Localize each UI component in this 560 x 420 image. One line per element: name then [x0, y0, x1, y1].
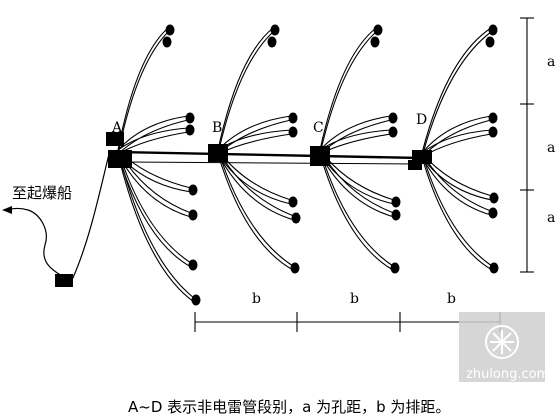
wire-d-5 [421, 152, 493, 267]
main-trunk-line [117, 150, 421, 160]
blast-hole-b-top-pair [267, 36, 277, 48]
blast-hole-b-2 [288, 126, 298, 138]
wire-b-3 [217, 149, 292, 201]
detonator-block-a [108, 150, 132, 168]
wire-d-2 [421, 129, 492, 154]
connection-lines [117, 27, 493, 303]
blast-hole-c-4 [391, 209, 401, 221]
origin-label: 至起爆船 [12, 184, 72, 202]
blast-hole-a-5 [188, 259, 198, 271]
wire-a-2 [117, 127, 189, 151]
blast-hole-a-2 [185, 124, 195, 136]
blast-hole-c-0 [373, 24, 383, 36]
wire-d-1 [421, 115, 492, 154]
blast-hole-c-1 [388, 112, 398, 124]
wire-d-0 [421, 31, 492, 158]
main-trunk-line-lower [119, 161, 419, 165]
blast-hole-b-0 [270, 24, 280, 36]
wire-b-4 [217, 149, 295, 217]
wire-b-4 [217, 153, 295, 221]
hole-spacing-dimension [520, 17, 534, 273]
wire-a-1 [117, 119, 189, 155]
hole-spacing-label-3: a [547, 210, 555, 226]
node-label-c: C [313, 120, 324, 136]
origin-arrow-icon [2, 206, 12, 214]
hole-spacing-label-2: a [547, 140, 555, 156]
watermark-text: zhulong.com [466, 367, 549, 382]
blast-hole-d-1 [488, 112, 498, 124]
wire-a-0 [117, 27, 169, 151]
row-spacing-dimension [194, 312, 501, 332]
blast-hole-d-top-pair [485, 36, 495, 48]
blast-hole-a-3 [188, 184, 198, 196]
detonator-block-d-secondary [408, 160, 422, 170]
wire-b-0 [217, 31, 274, 155]
blast-hole-c-3 [391, 196, 401, 208]
wire-b-5 [217, 149, 294, 267]
lead-wire [71, 149, 111, 281]
blast-hole-a-6 [191, 294, 201, 306]
node-label-b: B [212, 120, 222, 136]
blast-hole-a-1 [185, 112, 195, 124]
blast-hole-d-2 [488, 126, 498, 138]
blast-hole-a-top-pair [162, 36, 172, 48]
wire-a-6 [117, 153, 195, 303]
wire-a-6 [117, 149, 195, 299]
row-spacing-label-3: b [447, 291, 456, 307]
blast-hole-d-3 [489, 192, 499, 204]
wire-d-0 [421, 27, 492, 154]
wire-b-0 [217, 27, 274, 151]
blast-hole-d-4 [488, 207, 498, 219]
node-label-d: D [416, 112, 427, 128]
wire-b-5 [217, 153, 294, 271]
wire-c-5 [319, 153, 394, 271]
wire-c-0 [319, 31, 377, 155]
blast-hole-c-5 [390, 262, 400, 274]
blast-hole-c-2 [388, 126, 398, 138]
origin-curve [5, 207, 63, 277]
detonator-block-a-secondary [106, 132, 124, 146]
hole-spacing-label-1: a [547, 54, 555, 70]
node-label-a: A [111, 120, 123, 136]
wire-c-1 [319, 115, 392, 151]
blast-hole-a-4 [188, 209, 198, 221]
zhulong-watermark: zhulong.com [459, 312, 549, 382]
row-spacing-label-1: b [252, 291, 261, 307]
blast-hole-b-5 [290, 262, 300, 274]
wire-c-0 [319, 27, 377, 151]
wire-a-0 [117, 31, 169, 155]
blast-hole-c-top-pair [370, 36, 380, 48]
blast-holes [162, 24, 499, 306]
diagram-caption: A~D 表示非电雷管段别，a 为孔距，b 为排距。 [128, 398, 450, 416]
blast-hole-b-4 [291, 212, 301, 224]
blast-hole-b-3 [288, 196, 298, 208]
blast-hole-b-1 [288, 112, 298, 124]
wire-c-5 [319, 149, 394, 267]
wire-d-4 [421, 156, 492, 216]
blast-hole-d-0 [488, 24, 498, 36]
blast-hole-d-5 [489, 262, 499, 274]
wire-d-5 [421, 156, 493, 271]
row-spacing-label-2: b [350, 291, 359, 307]
origin-block [55, 274, 73, 287]
blast-hole-a-0 [165, 24, 175, 36]
